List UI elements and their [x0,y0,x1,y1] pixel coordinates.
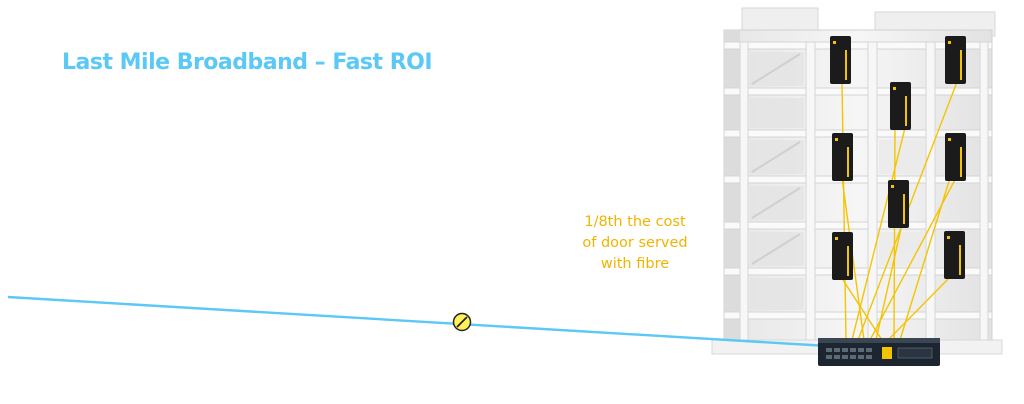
copper-distribution-lines [841,81,958,341]
wireless-modem-icon [945,36,966,84]
annotation-line-2: of door served [582,235,688,251]
apartment-building [711,7,1003,355]
fibre-line [7,295,829,348]
wireless-modem-icon [832,133,853,181]
wireless-modem-icon [944,231,965,279]
wireless-modem-icon [890,82,911,130]
annotation-line-1: 1/8th the cost [584,214,686,230]
wireless-modem-icon [888,180,909,228]
wireless-modem-icon [830,36,851,84]
network-switch-icon [818,338,940,366]
wireless-modem-icon [832,232,853,280]
wireless-modem-icon [945,133,966,181]
fibre-splice-icon [452,312,472,332]
annotation-line-3: with fibre [600,256,670,272]
page-title: Last Mile Broadband – Fast ROI [62,50,433,75]
cost-annotation: 1/8th the cost of door served with fibre [560,212,710,275]
